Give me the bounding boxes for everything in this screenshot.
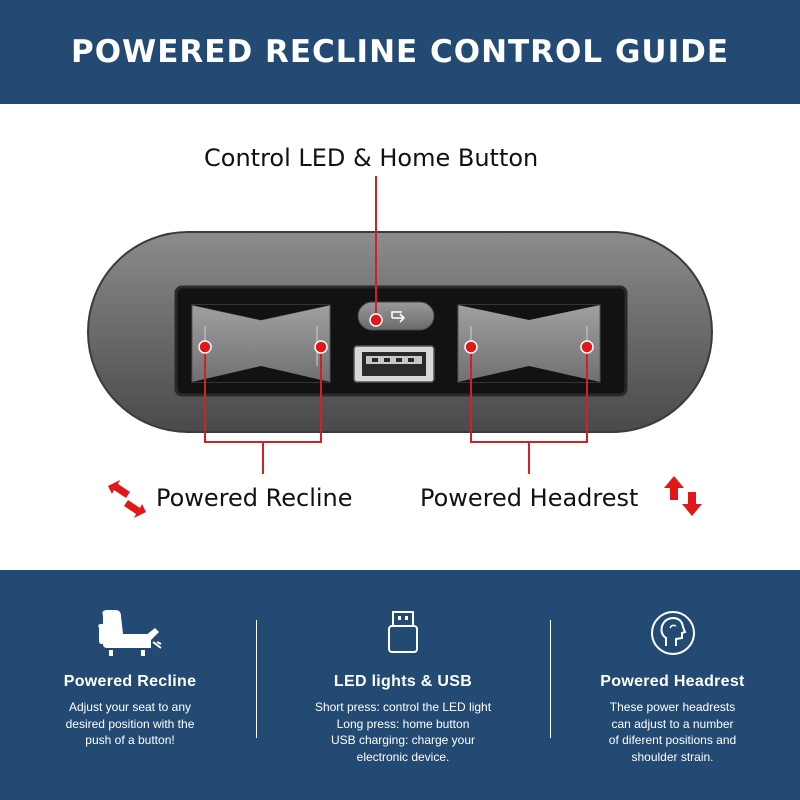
control-panel-diagram bbox=[87, 176, 713, 518]
feature-title: LED lights & USB bbox=[333, 673, 473, 690]
feature-description: Adjust your seat to any desired position… bbox=[0, 699, 260, 749]
recliner-icon bbox=[98, 610, 162, 656]
feature-line: Long press: home button bbox=[336, 716, 470, 731]
feature-line: push of a button! bbox=[85, 733, 175, 747]
feature-line: Short press: control the LED light bbox=[314, 700, 492, 714]
label-control-led-home: Control LED & Home Button bbox=[204, 144, 539, 172]
feature-line: These power headrests bbox=[609, 700, 736, 714]
recline-arrows-icon bbox=[108, 480, 146, 518]
feature-line: electronic device. bbox=[356, 749, 450, 764]
feature-led-usb: LED lights & USB Short press: control th… bbox=[258, 570, 548, 800]
feature-description: These power headrests can adjust to a nu… bbox=[545, 699, 800, 765]
callout-lines bbox=[204, 176, 588, 474]
feature-description: Short press: control the LED light Long … bbox=[258, 699, 548, 765]
feature-line: can adjust to a number bbox=[611, 716, 734, 731]
headrest-arrows-icon bbox=[664, 476, 702, 516]
column-divider bbox=[256, 620, 257, 738]
home-button bbox=[357, 301, 435, 331]
feature-line: USB charging: charge your bbox=[330, 733, 476, 747]
feature-powered-recline: Powered Recline Adjust your seat to any … bbox=[0, 570, 260, 800]
feature-powered-headrest: Powered Headrest These power headrests c… bbox=[545, 570, 800, 800]
diagram-area: Control LED & Home Button Powered Reclin… bbox=[0, 104, 800, 570]
label-powered-headrest: Powered Headrest bbox=[420, 484, 639, 512]
feature-line: desired position with the bbox=[65, 716, 195, 731]
feature-title: Powered Recline bbox=[63, 673, 197, 690]
feature-line: Adjust your seat to any bbox=[68, 700, 192, 714]
feature-title: Powered Headrest bbox=[600, 673, 745, 690]
headrest-icon bbox=[650, 611, 695, 655]
label-powered-recline: Powered Recline bbox=[156, 484, 353, 512]
feature-line: of diferent positions and bbox=[608, 733, 737, 747]
column-divider bbox=[550, 620, 551, 738]
page-title: POWERED RECLINE CONTROL GUIDE bbox=[70, 34, 730, 70]
callout-dots bbox=[198, 313, 594, 354]
usb-icon bbox=[388, 611, 418, 653]
header-banner: POWERED RECLINE CONTROL GUIDE bbox=[0, 0, 800, 104]
features-band: Powered Recline Adjust your seat to any … bbox=[0, 570, 800, 800]
feature-line: shoulder strain. bbox=[631, 749, 714, 764]
